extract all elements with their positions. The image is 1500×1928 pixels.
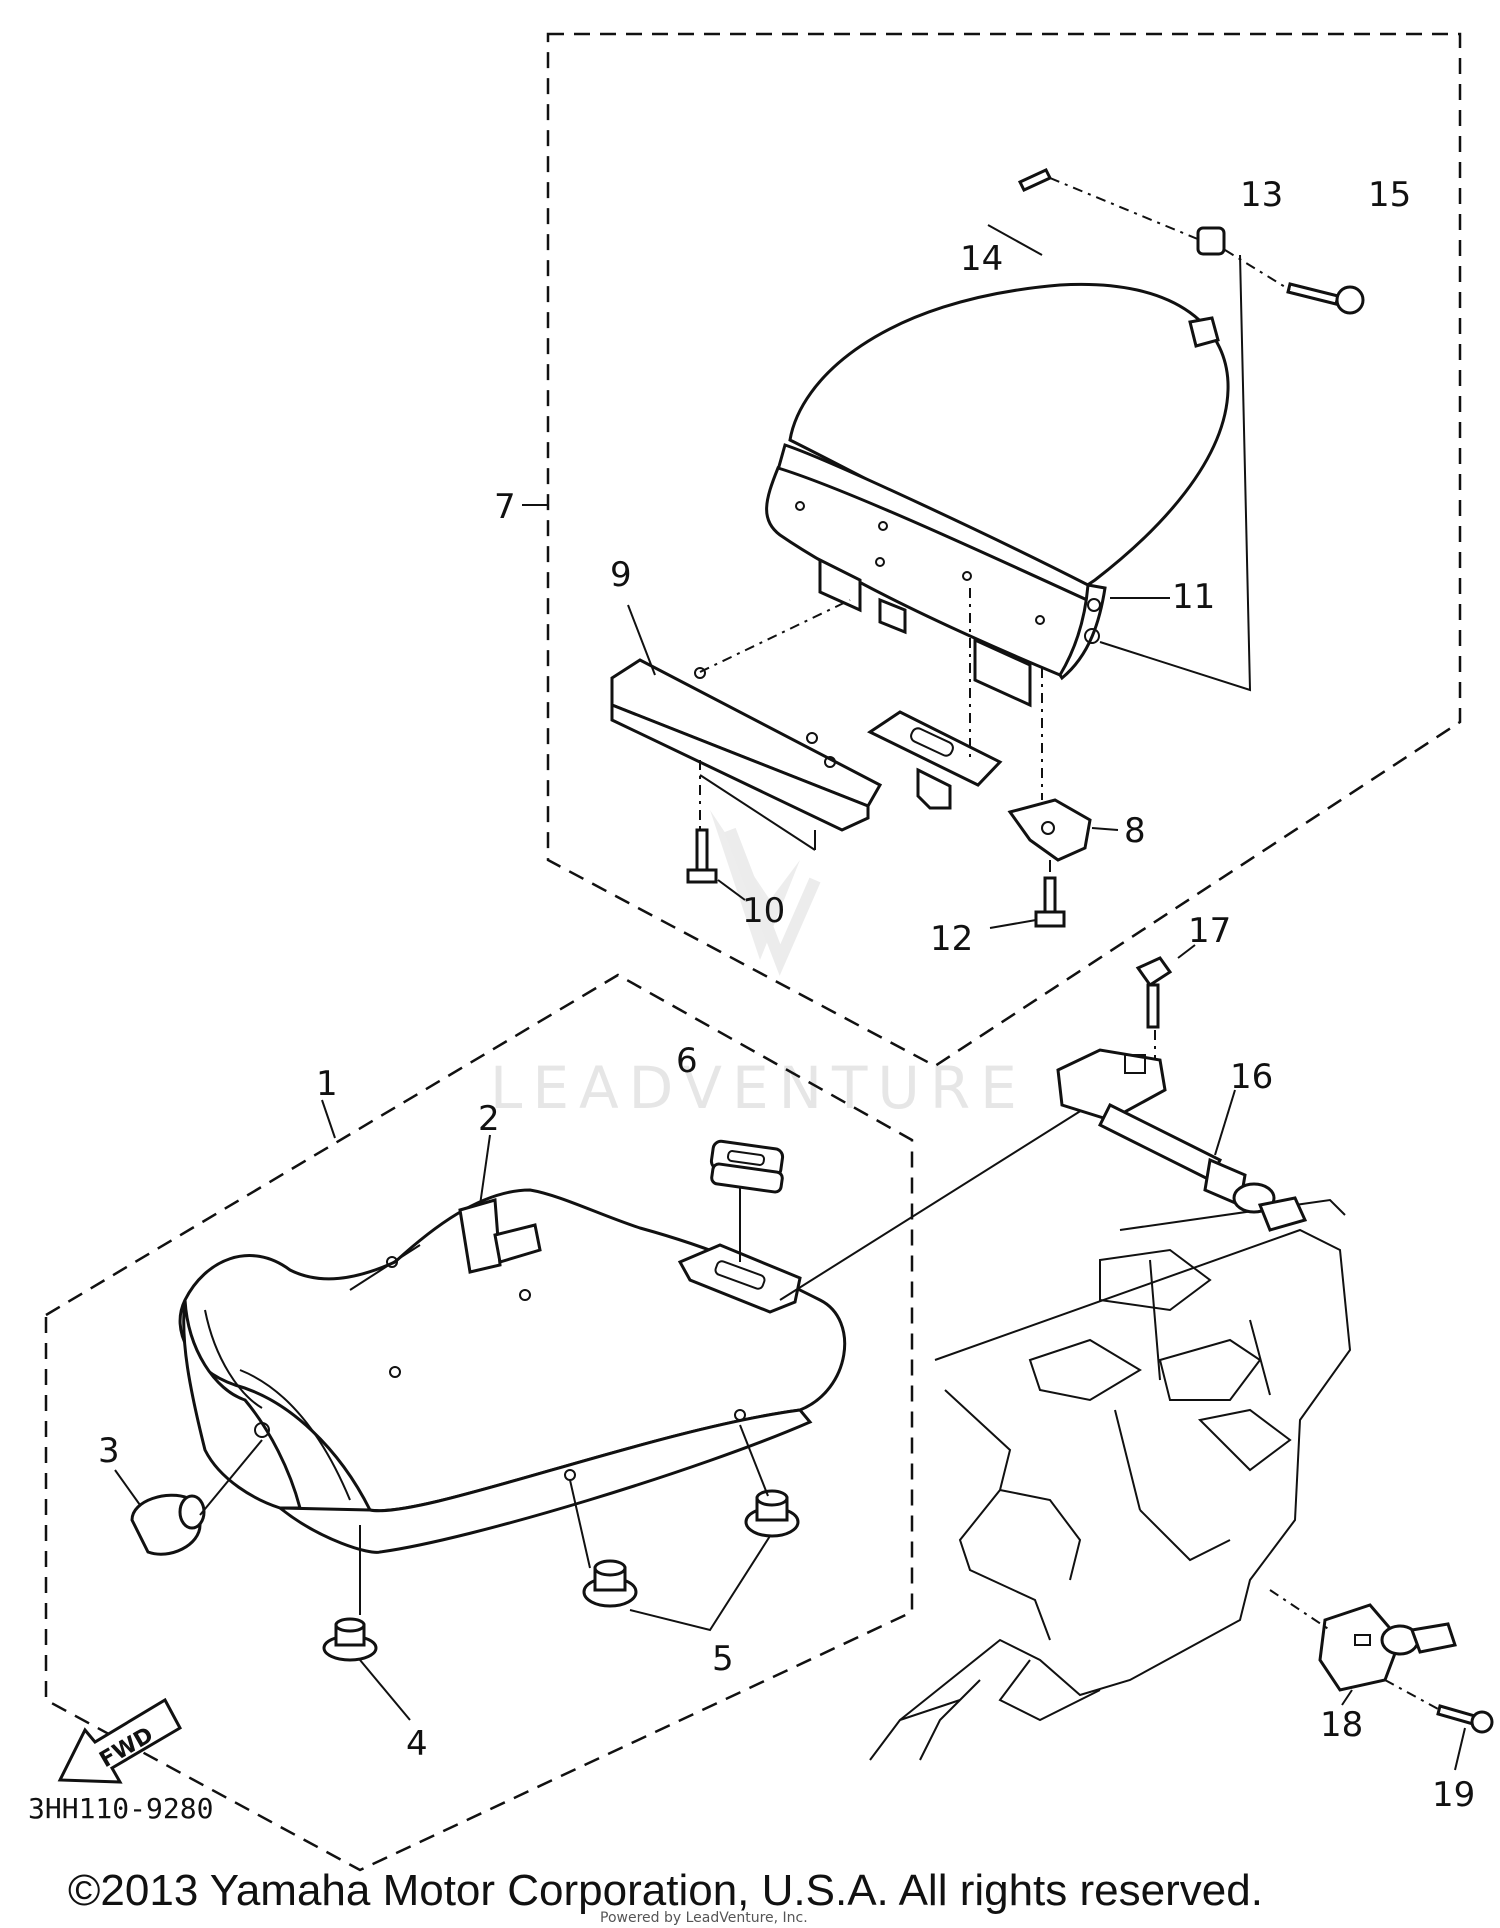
group-outline-front-seat [44,973,914,1872]
callout-4: 4 [406,1724,428,1764]
part-17-bolt [1135,956,1173,1029]
part-10-bolt [686,828,718,884]
part-4-grommet [322,1617,378,1662]
watermark: LEADVENTURE [490,810,1027,1122]
callout-18: 18 [1320,1705,1363,1745]
callout-13: 13 [1240,175,1283,215]
part-2-hook [458,1198,542,1274]
callout-17: 17 [1188,911,1231,951]
part-3-damper [130,1493,206,1556]
part-6-grommet [709,1139,785,1194]
callout-1: 1 [316,1064,338,1104]
callout-14: 14 [960,239,1003,279]
part-14-pin [1017,168,1053,192]
callout-19: 19 [1432,1775,1475,1815]
part-19-screw [1436,1704,1494,1734]
front-seat [178,1188,847,1554]
watermark-text: LEADVENTURE [490,1054,1027,1122]
fwd-arrow: FWD [57,1697,183,1784]
callout-2: 2 [478,1099,500,1139]
callout-7: 7 [494,487,516,527]
part-18-lock [1318,1603,1457,1692]
callout-16: 16 [1230,1057,1273,1097]
front-seat-bracket [677,1243,802,1314]
callout-3: 3 [98,1431,120,1471]
frame [869,1198,1352,1761]
part-13-collar [1196,226,1226,256]
powered-by: Powered by LeadVenture, Inc. [600,1910,808,1926]
callout-12: 12 [930,919,973,959]
diagram-code: 3HH110-9280 [28,1792,213,1825]
callout-6: 6 [676,1041,698,1081]
callout-15: 15 [1368,175,1411,215]
callout-8: 8 [1124,811,1146,851]
part-8-bracket [1007,798,1092,862]
callout-11: 11 [1172,577,1215,617]
part-15-screw [1286,282,1365,315]
seat-lock-plate [866,710,1003,810]
part-16-seat-lock [1056,1048,1308,1232]
rear-seat [765,282,1230,708]
part-9-bracket [610,658,883,851]
callout-5: 5 [712,1639,734,1679]
callout-10: 10 [742,891,785,931]
part-12-bolt [1034,876,1066,928]
copyright-notice: ©2013 Yamaha Motor Corporation, U.S.A. A… [68,1866,1263,1915]
part-5-grommets [582,1489,800,1608]
part-11-latch [1087,598,1101,612]
callout-9: 9 [610,555,632,595]
group-outline-rear-seat [546,32,1462,1068]
